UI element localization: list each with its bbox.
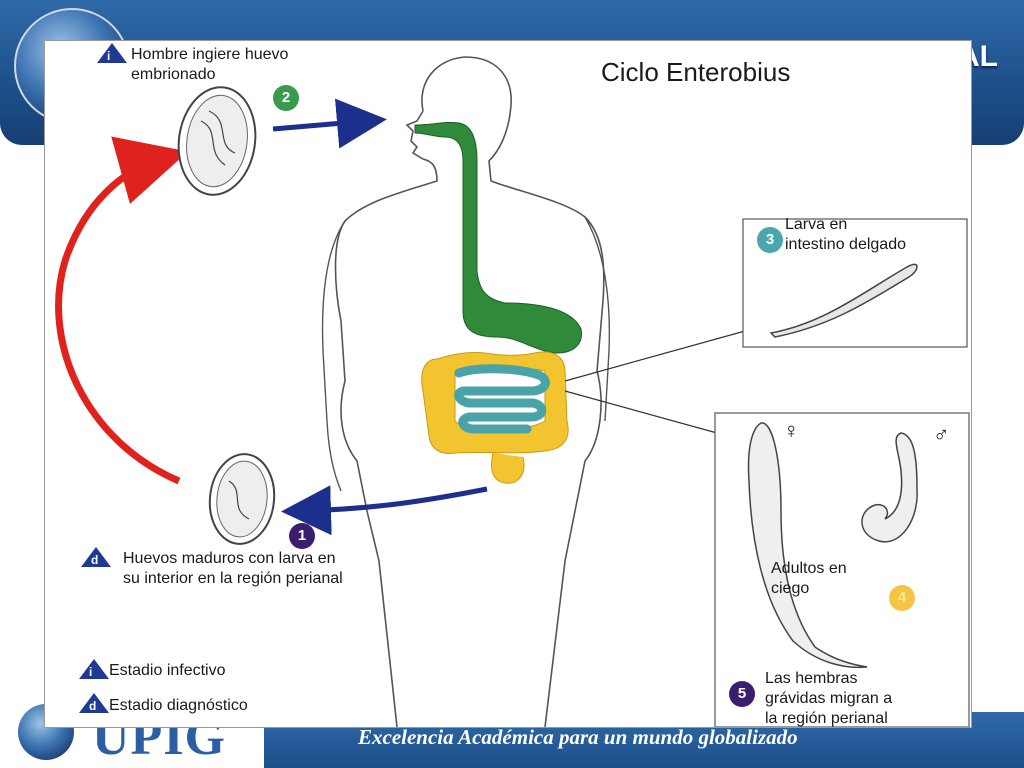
larva-worm-icon xyxy=(769,263,918,338)
step-1-label-line2: su interior en la región perianal xyxy=(123,570,343,587)
step-5-label-line1: Las hembras xyxy=(765,670,858,687)
female-symbol: ♀ xyxy=(783,418,800,443)
arm-left xyxy=(321,220,346,492)
diagram-artwork xyxy=(55,56,970,727)
step-1-label-line1: Huevos maduros con larva en xyxy=(123,550,336,567)
esophagus-stomach xyxy=(414,121,582,354)
step-5-label-line2: grávidas migran a xyxy=(765,690,893,707)
egg-embryonated-icon xyxy=(177,86,257,196)
female-worm-icon xyxy=(747,422,868,669)
legend-infective-label: Estadio infectivo xyxy=(109,662,226,679)
legend-diagnostic-label: Estadio diagnóstico xyxy=(109,697,248,714)
step-2-badge: 2 xyxy=(273,85,299,111)
diagnostic-stage-marker-icon: d xyxy=(81,547,111,567)
arrow-ingestion xyxy=(272,98,387,149)
adults-label-line1: Adultos en xyxy=(771,560,847,577)
arm-right xyxy=(584,216,611,422)
male-worm-icon xyxy=(861,432,918,543)
step-3-badge: 3 xyxy=(757,227,783,253)
arrow-migration xyxy=(281,485,488,536)
pointer-adults xyxy=(564,390,718,434)
legend-diagnostic-marker-icon: d xyxy=(79,693,109,713)
step-4-badge: 4 xyxy=(889,585,915,611)
male-symbol: ♂ xyxy=(933,422,950,447)
diagram-title: Ciclo Enterobius xyxy=(601,57,791,87)
larva-label-line2: intestino delgado xyxy=(785,236,906,253)
pointer-larva xyxy=(564,330,746,382)
step-1-badge: 1 xyxy=(289,523,315,549)
footer-slogan: Excelencia Académica para un mundo globa… xyxy=(358,725,798,749)
step-5-badge: 5 xyxy=(729,681,755,707)
egg-mature-icon xyxy=(208,453,276,545)
body-outline xyxy=(334,56,605,727)
arrow-reinfection xyxy=(55,136,188,485)
larva-label-line1: Larva en xyxy=(785,216,848,233)
step-infective-label-line2: embrionado xyxy=(131,66,216,83)
step-infective-label-line1: Hombre ingiere huevo xyxy=(131,46,289,63)
adults-label-line2: ciego xyxy=(771,580,810,597)
legend-infective-marker-icon: i xyxy=(79,659,109,679)
lifecycle-diagram: Ciclo Enterobius i Hombre ingiere huevo … xyxy=(44,40,972,728)
infective-stage-marker-icon: i xyxy=(97,43,127,63)
step-5-label-line3: la región perianal xyxy=(765,710,888,727)
small-intestine xyxy=(454,364,550,434)
